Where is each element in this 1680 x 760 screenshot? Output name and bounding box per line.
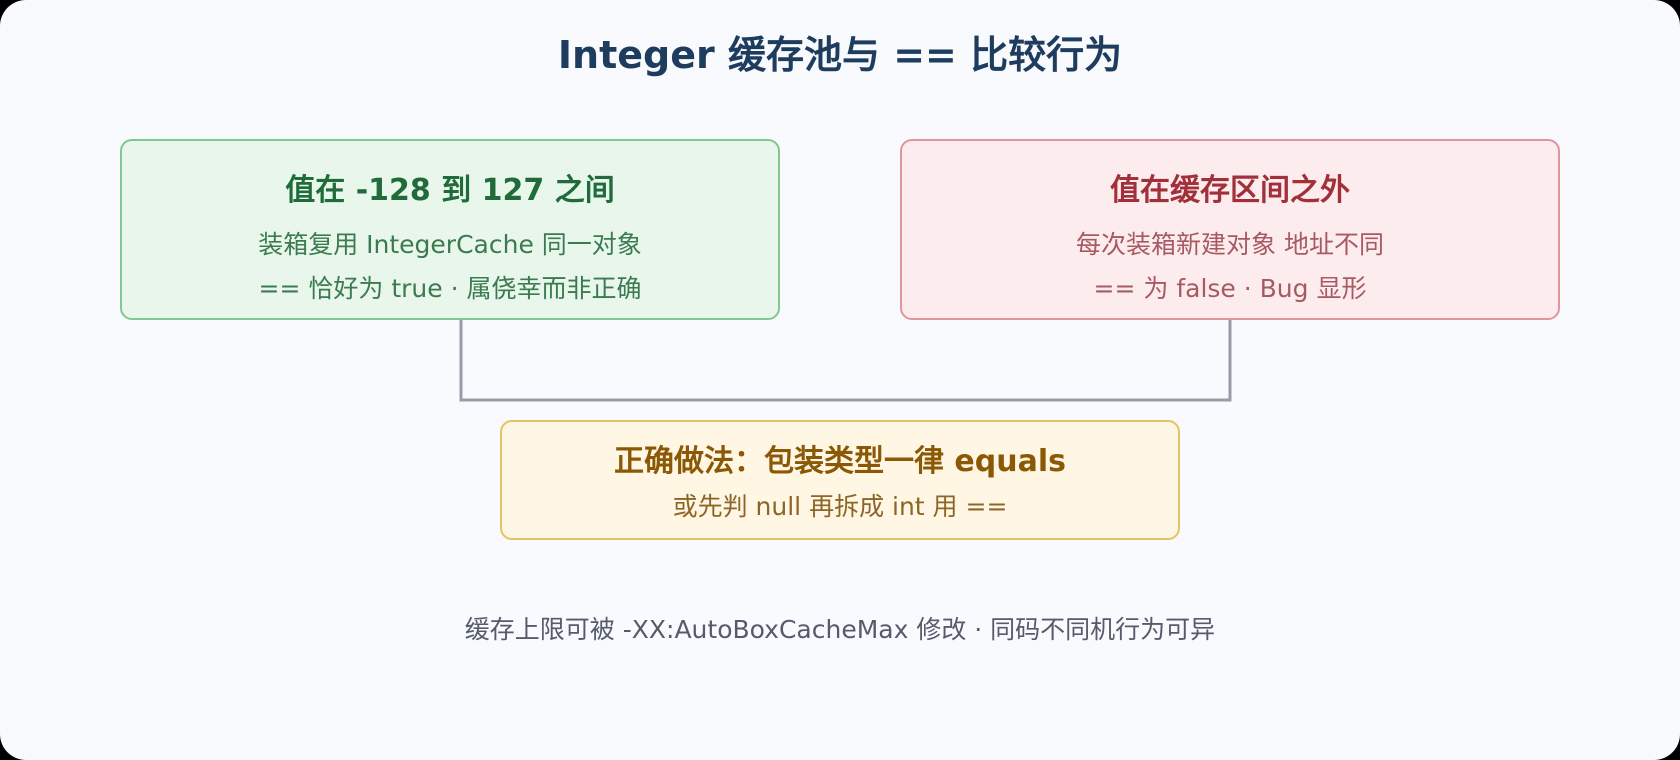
footer-note: 缓存上限可被 -XX:AutoBoxCacheMax 修改 · 同码不同机行为可… [464,615,1216,644]
uncached-range-box: 值在缓存区间之外 每次装箱新建对象 地址不同 == 为 false · Bug … [900,139,1560,320]
cached-range-title: 值在 -128 到 127 之间 [285,173,615,208]
cached-range-line-1: 装箱复用 IntegerCache 同一对象 [258,230,642,259]
uncached-range-line-1: 每次装箱新建对象 地址不同 [1076,230,1384,259]
uncached-range-line-2: == 为 false · Bug 显形 [1093,274,1367,303]
cached-range-line-2: == 恰好为 true · 属侥幸而非正确 [258,274,642,303]
correct-practice-line: 或先判 null 再拆成 int 用 == [672,492,1008,521]
correct-practice-title: 正确做法：包装类型一律 equals [613,444,1066,479]
diagram-title: Integer 缓存池与 == 比较行为 [557,33,1123,77]
connector-to-correct-practice [459,320,1232,402]
uncached-range-title: 值在缓存区间之外 [1110,173,1350,208]
cached-range-box: 值在 -128 到 127 之间 装箱复用 IntegerCache 同一对象 … [120,139,780,320]
correct-practice-box: 正确做法：包装类型一律 equals 或先判 null 再拆成 int 用 == [500,420,1180,540]
